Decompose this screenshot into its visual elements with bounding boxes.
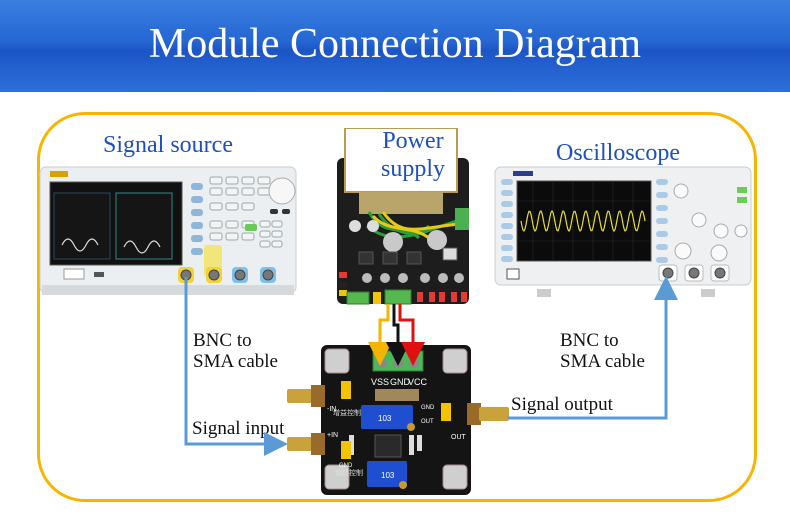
- power-supply-label-line1: Power: [382, 128, 444, 154]
- rigol-logo: [50, 171, 68, 177]
- power-supply-board: [337, 128, 469, 305]
- terminal-label-vss: VSS: [371, 377, 389, 387]
- left-cable-label-line1: BNC to: [193, 330, 252, 351]
- power-output-terminal: [384, 289, 412, 305]
- signal-generator: [39, 166, 297, 295]
- terminal-label-vcc: VCC: [408, 377, 428, 387]
- pin-label-minus-in: -IN: [327, 406, 336, 413]
- right-cable-label-line2: SMA cable: [560, 351, 645, 372]
- bnc-output-ports: [178, 267, 276, 283]
- signal-source-label: Signal source: [103, 132, 233, 158]
- page-title: Module Connection Diagram: [148, 21, 642, 67]
- gain-control-label: 增益控制: [333, 408, 361, 417]
- pin-label-plus-in: +IN: [327, 432, 338, 439]
- left-cable-label-line2: SMA cable: [193, 351, 278, 372]
- jumper-j6: [341, 381, 351, 399]
- terminal-label-gnd: GND: [390, 377, 411, 387]
- right-cable-label-line1: BNC to: [560, 330, 619, 351]
- title-banner: Module Connection Diagram: [0, 0, 790, 92]
- diagram-frame: [37, 112, 757, 502]
- signal-output-label: Signal output: [511, 394, 613, 415]
- oscilloscope-device: [494, 166, 752, 297]
- left-cable-label: BNC to SMA cable: [193, 330, 278, 372]
- jumper-j7: [441, 403, 451, 421]
- sma-connector-plus-in[interactable]: [287, 433, 325, 455]
- signal-input-label: Signal input: [192, 418, 285, 439]
- pin-label-j7-out: OUT: [421, 419, 434, 425]
- offset-potentiometer[interactable]: [367, 461, 407, 487]
- amplifier-module: VSS GND VCC 103 增益控制 103 偏移控制 -IN +IN OU…: [287, 345, 509, 495]
- output-cable: [508, 276, 678, 420]
- offset-control-label: 偏移控制: [335, 468, 363, 477]
- pin-label-j7-gnd: GND: [421, 405, 435, 411]
- oscilloscope-label: Oscilloscope: [556, 140, 680, 166]
- vcc-wire: [398, 304, 425, 366]
- right-cable-label: BNC to SMA cable: [560, 330, 645, 372]
- chip-u1: [374, 434, 402, 458]
- oscilloscope-waveform: [520, 209, 646, 233]
- input-cable: [184, 277, 288, 456]
- sma-connector-out[interactable]: [467, 403, 509, 425]
- rigol-logo: [513, 171, 533, 176]
- gain-pot-marking: 103: [378, 414, 392, 423]
- sma-connector-minus-in[interactable]: [287, 385, 325, 407]
- gain-potentiometer[interactable]: [361, 405, 413, 429]
- gnd-wire: [386, 304, 410, 366]
- jumper-j8: [341, 441, 351, 459]
- power-supply-label: Power supply: [368, 127, 458, 183]
- pin-label-gnd: GND: [339, 463, 353, 469]
- power-supply-label-line2: supply: [380, 156, 445, 182]
- offset-pot-marking: 103: [381, 471, 395, 480]
- vss-wire: [368, 304, 392, 366]
- pin-label-out: OUT: [451, 434, 467, 441]
